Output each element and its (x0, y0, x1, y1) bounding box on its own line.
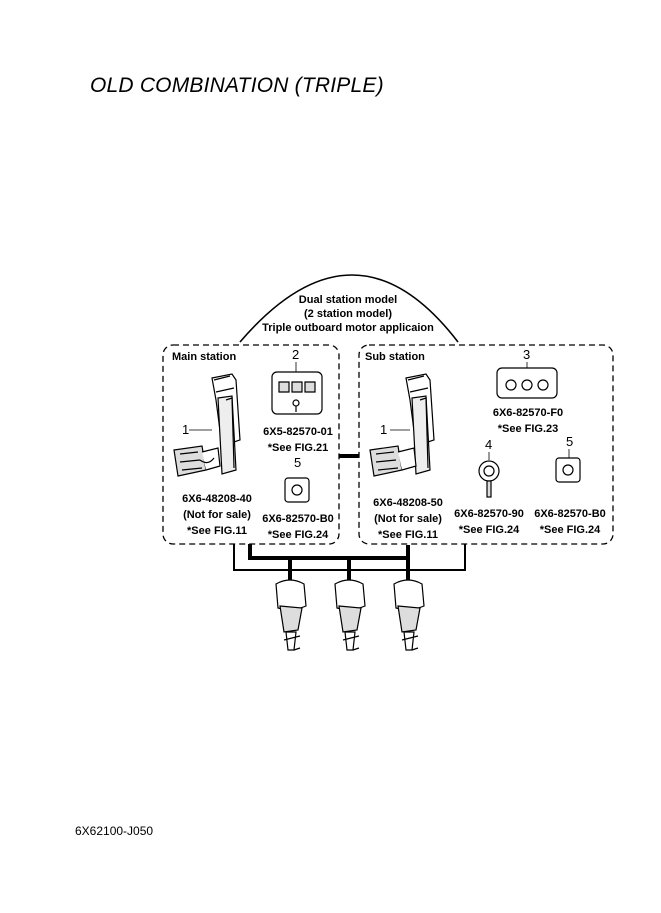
harness-cables (233, 544, 466, 580)
document-code: 6X62100-J050 (75, 824, 154, 838)
arch-label-2: (2 station model) (304, 308, 392, 320)
sub-item-1-ref: *See FIG.11 (378, 529, 438, 541)
main-item-5-part: 6X6-82570-B0 (262, 513, 334, 525)
sub-item-4-part: 6X6-82570-90 (454, 508, 524, 520)
main-station-title: Main station (172, 351, 236, 363)
main-item-5-number: 5 (294, 455, 301, 470)
main-item-2-number: 2 (292, 347, 299, 362)
sub-item-1-number: 1 (380, 422, 387, 437)
sub-triple-switch-illustration (496, 367, 558, 399)
main-item-2-part: 6X5-82570-01 (263, 426, 333, 438)
outboard-motor-1-illustration (275, 579, 307, 651)
sub-item-4-ref: *See FIG.24 (459, 524, 520, 536)
main-single-switch-illustration (284, 477, 310, 503)
dual-station-arch (239, 274, 459, 343)
arch-label-3: Triple outboard motor applicaion (262, 322, 434, 334)
main-item-1-note: (Not for sale) (183, 509, 251, 521)
outboard-motor-2-illustration (334, 579, 366, 651)
arch-label-1: Dual station model (299, 294, 397, 306)
sub-single-switch-illustration (555, 457, 581, 483)
sub-item-1-note: (Not for sale) (374, 513, 442, 525)
main-item-2-ref: *See FIG.21 (268, 442, 329, 454)
sub-item-3-ref: *See FIG.23 (498, 423, 559, 435)
main-remote-control-illustration (173, 373, 241, 477)
main-item-1-part: 6X6-48208-40 (182, 493, 252, 505)
sub-item-5-ref: *See FIG.24 (540, 524, 601, 536)
sub-item-5-part: 6X6-82570-B0 (534, 508, 606, 520)
main-item-5-ref: *See FIG.24 (268, 529, 329, 541)
sub-item-4-number: 4 (485, 437, 492, 452)
sub-item-1-part: 6X6-48208-50 (373, 497, 443, 509)
main-item-1-ref: *See FIG.11 (187, 525, 247, 537)
main-switch-panel-illustration (271, 371, 323, 415)
station-link-cable (339, 454, 359, 458)
sub-key-switch-illustration (478, 460, 500, 498)
outboard-motor-3-illustration (393, 579, 425, 651)
sub-item-5-number: 5 (566, 434, 573, 449)
sub-station-title: Sub station (365, 351, 425, 363)
sub-item-3-number: 3 (523, 347, 530, 362)
page-title: OLD COMBINATION (TRIPLE) (90, 74, 384, 97)
sub-item-3-part: 6X6-82570-F0 (493, 407, 563, 419)
sub-station-box (358, 344, 614, 545)
sub-remote-control-illustration (369, 373, 435, 477)
main-item-1-number: 1 (182, 422, 189, 437)
